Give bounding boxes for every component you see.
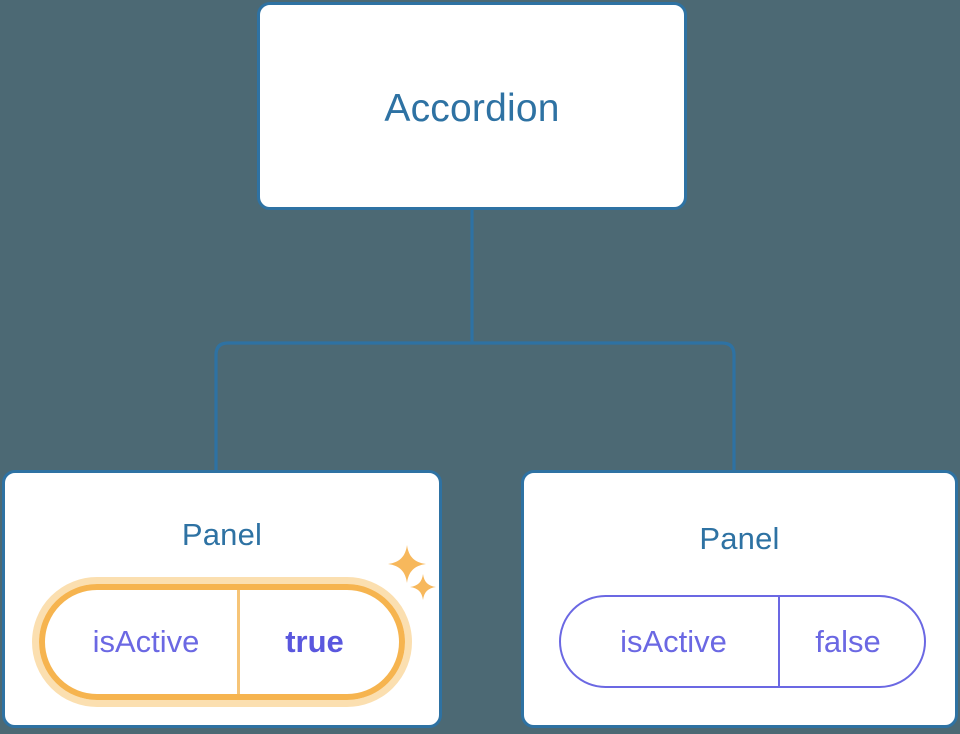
node-accordion[interactable]: Accordion [257,2,687,210]
connector-branch-bus [214,341,736,470]
node-panel-left-title: Panel [181,517,263,552]
prop-pill-left-glow [32,577,412,707]
prop-pill-left-wrapper[interactable]: isActive true [32,577,412,707]
node-panel-right[interactable]: Panel isActive false [521,470,958,728]
prop-pill-right-key: isActive [620,623,727,659]
node-panel-left[interactable]: Panel isActive true [2,470,442,728]
prop-pill-right[interactable]: isActive false [559,595,926,688]
prop-pill-left[interactable]: isActive true [39,584,405,700]
node-accordion-title: Accordion [384,87,560,130]
prop-pill-right-value: false [778,597,924,686]
prop-pill-left-key: isActive [92,624,200,659]
prop-pill-left-value: true [237,590,399,694]
node-panel-right-title: Panel [699,521,780,556]
